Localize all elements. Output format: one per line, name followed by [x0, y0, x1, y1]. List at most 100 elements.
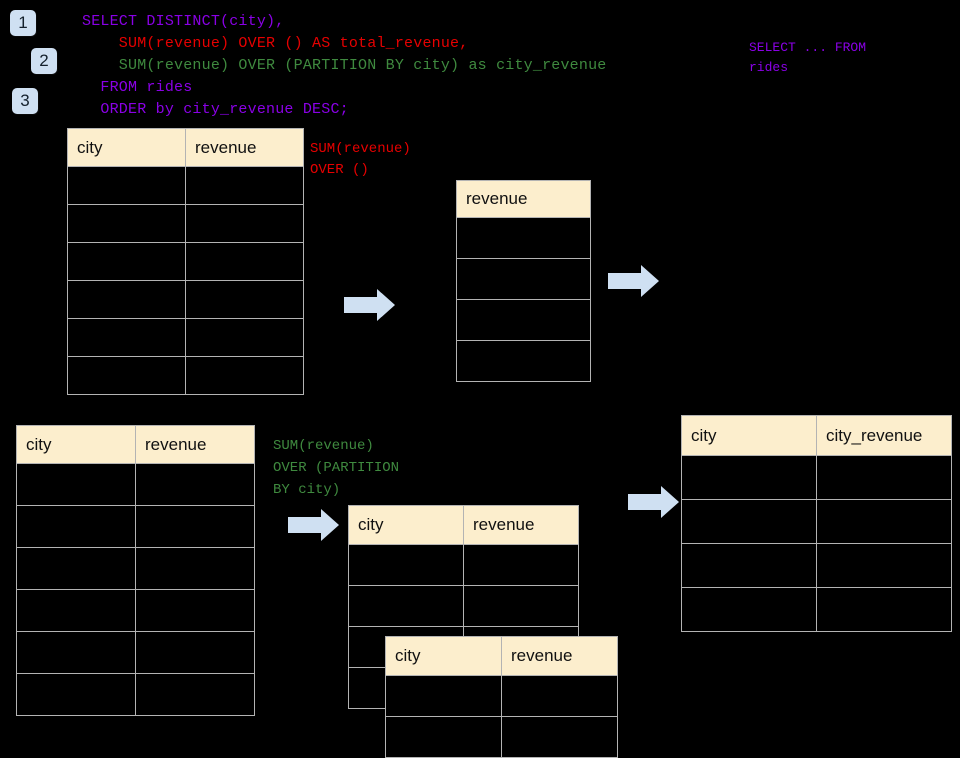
sql-line-from-rides: FROM rides — [82, 79, 193, 96]
cell-city — [67, 280, 186, 319]
cell-city — [16, 631, 136, 674]
source-rides-table: city revenue — [67, 128, 304, 395]
cell-revenue — [135, 505, 255, 548]
table-row — [16, 673, 255, 716]
cell-revenue — [185, 242, 304, 281]
cell-city — [67, 318, 186, 357]
cell-city — [67, 166, 186, 205]
table-row — [67, 204, 304, 243]
cell-revenue — [456, 258, 591, 300]
arrow-partition-source-to-groups-icon — [288, 509, 339, 541]
cell-city — [67, 242, 186, 281]
table-row — [681, 587, 952, 632]
cell-city — [681, 499, 817, 544]
cell-revenue — [456, 340, 591, 382]
cell-city — [16, 673, 136, 716]
cell-city-revenue — [816, 499, 952, 544]
column-header-city: city — [67, 128, 186, 167]
cell-revenue — [463, 544, 579, 586]
column-header-city: city — [385, 636, 502, 676]
arrow-groups-to-result-icon — [628, 486, 679, 518]
cell-revenue — [456, 299, 591, 341]
cell-revenue — [185, 204, 304, 243]
result-city-revenue-table: city city_revenue — [681, 415, 952, 632]
column-header-city-revenue: city_revenue — [816, 415, 952, 456]
step-badge-1: 1 — [10, 10, 36, 36]
cell-revenue — [185, 356, 304, 395]
column-header-revenue: revenue — [456, 180, 591, 218]
table-row — [456, 340, 591, 382]
column-header-revenue: revenue — [501, 636, 618, 676]
column-header-city: city — [16, 425, 136, 464]
cell-revenue — [135, 463, 255, 506]
annotation-sum-over-empty-line2: OVER () — [310, 162, 369, 178]
cell-city-revenue — [816, 543, 952, 588]
sql-line-order-by: ORDER by city_revenue DESC; — [82, 101, 349, 118]
cell-city — [16, 505, 136, 548]
table-header-row: city revenue — [16, 425, 255, 464]
table-row — [16, 589, 255, 632]
annotation-select-from-line2: rides — [749, 60, 789, 75]
cell-city — [348, 544, 464, 586]
cell-revenue — [185, 280, 304, 319]
table-row — [16, 547, 255, 590]
table-header-row: revenue — [456, 180, 591, 218]
table-header-row: city revenue — [385, 636, 618, 676]
table-row — [16, 505, 255, 548]
cell-city — [681, 455, 817, 500]
table-row — [456, 299, 591, 341]
table-row — [16, 463, 255, 506]
partition-group-b-table: city revenue — [385, 636, 618, 758]
cell-revenue — [135, 631, 255, 674]
table-row — [67, 242, 304, 281]
column-header-city: city — [348, 505, 464, 545]
cell-city — [385, 716, 502, 758]
cell-revenue — [456, 217, 591, 259]
cell-city — [16, 547, 136, 590]
annotation-sum-over-partition-line1: SUM(revenue) — [273, 438, 374, 454]
cell-revenue — [135, 589, 255, 632]
cell-revenue — [185, 318, 304, 357]
column-header-city: city — [681, 415, 817, 456]
column-header-revenue: revenue — [185, 128, 304, 167]
table-row — [348, 585, 579, 627]
table-row — [681, 455, 952, 500]
cell-revenue — [463, 585, 579, 627]
annotation-select-from-line1: SELECT ... FROM — [749, 40, 867, 55]
diagram-canvas: 1 2 3 SELECT DISTINCT(city), SUM(revenue… — [10, 10, 952, 758]
cell-revenue — [185, 166, 304, 205]
table-row — [348, 544, 579, 586]
table-header-row: city city_revenue — [681, 415, 952, 456]
table-row — [67, 356, 304, 395]
table-header-row: city revenue — [348, 505, 579, 545]
table-row — [681, 499, 952, 544]
table-row — [681, 543, 952, 588]
column-header-revenue: revenue — [135, 425, 255, 464]
table-row — [456, 217, 591, 259]
cell-city — [385, 675, 502, 717]
table-row — [16, 631, 255, 674]
table-header-row: city revenue — [67, 128, 304, 167]
cell-revenue — [501, 675, 618, 717]
sql-line-total-revenue: SUM(revenue) OVER () AS total_revenue, — [82, 35, 469, 52]
cell-city — [681, 587, 817, 632]
cell-city-revenue — [816, 587, 952, 632]
cell-city-revenue — [816, 455, 952, 500]
cell-city — [16, 589, 136, 632]
partition-source-table: city revenue — [16, 425, 255, 716]
arrow-total-to-result-icon — [608, 265, 659, 297]
cell-city — [16, 463, 136, 506]
cell-city — [67, 204, 186, 243]
cell-city — [681, 543, 817, 588]
cell-revenue — [135, 547, 255, 590]
table-row — [67, 318, 304, 357]
total-revenue-table: revenue — [456, 180, 591, 382]
column-header-revenue: revenue — [463, 505, 579, 545]
annotation-sum-over-empty-line1: SUM(revenue) — [310, 141, 411, 157]
annotation-sum-over-partition-line3: BY city) — [273, 482, 341, 498]
arrow-source-to-total-icon — [344, 289, 395, 321]
cell-city — [348, 585, 464, 627]
table-row — [67, 280, 304, 319]
step-badge-2: 2 — [31, 48, 57, 74]
sql-line-select-distinct: SELECT DISTINCT(city), — [82, 13, 285, 30]
